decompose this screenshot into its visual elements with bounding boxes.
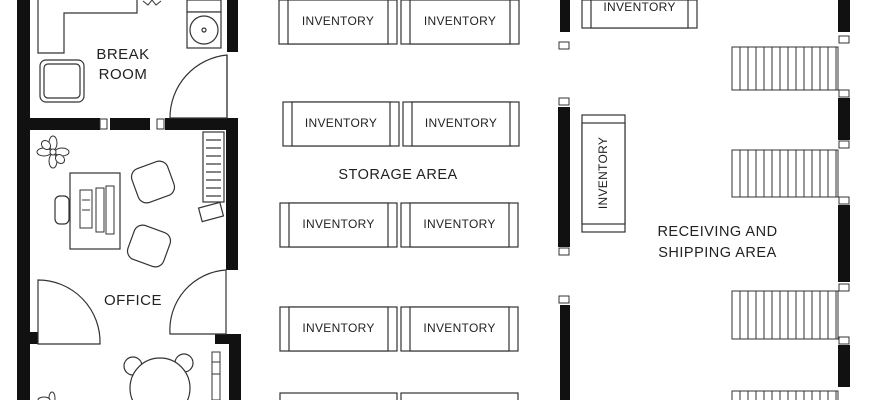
rack-label: INVENTORY	[423, 14, 497, 28]
break-room-label: BREAK ROOM	[96, 46, 150, 83]
office-label: OFFICE	[104, 292, 162, 309]
rack-label: INVENTORY	[302, 321, 375, 335]
rack-label: INVENTORY	[424, 116, 498, 130]
plant-icon	[142, 0, 162, 6]
computer-icon	[79, 185, 115, 235]
storage-area-label: STORAGE AREA	[338, 167, 458, 183]
chair-icon	[126, 160, 176, 268]
door-swing-icon	[169, 54, 228, 119]
rack-label-vertical: INVENTORY	[596, 136, 610, 210]
ramp-steps	[739, 47, 837, 400]
rack-label: INVENTORY	[304, 116, 378, 130]
shelf-icon	[197, 131, 225, 223]
rack-label: INVENTORY	[302, 217, 375, 231]
rack-label: INVENTORY	[603, 0, 676, 14]
kitchen-counter-icon	[37, 0, 138, 54]
shelf-icon	[211, 351, 221, 400]
rack-label: INVENTORY	[423, 217, 496, 231]
rack-label: INVENTORY	[423, 321, 496, 335]
door-swing-icon	[37, 269, 227, 345]
wall-posts	[99, 35, 850, 345]
round-table-icon	[123, 353, 194, 400]
receiving-area-label: RECEIVING AND SHIPPING AREA	[657, 224, 778, 261]
rack-label: INVENTORY	[301, 14, 375, 28]
sink-icon	[186, 0, 222, 49]
plant-icon	[37, 391, 56, 400]
inventory-racks	[278, 0, 698, 400]
plant-icon	[36, 135, 70, 169]
chair-icon	[39, 59, 85, 103]
